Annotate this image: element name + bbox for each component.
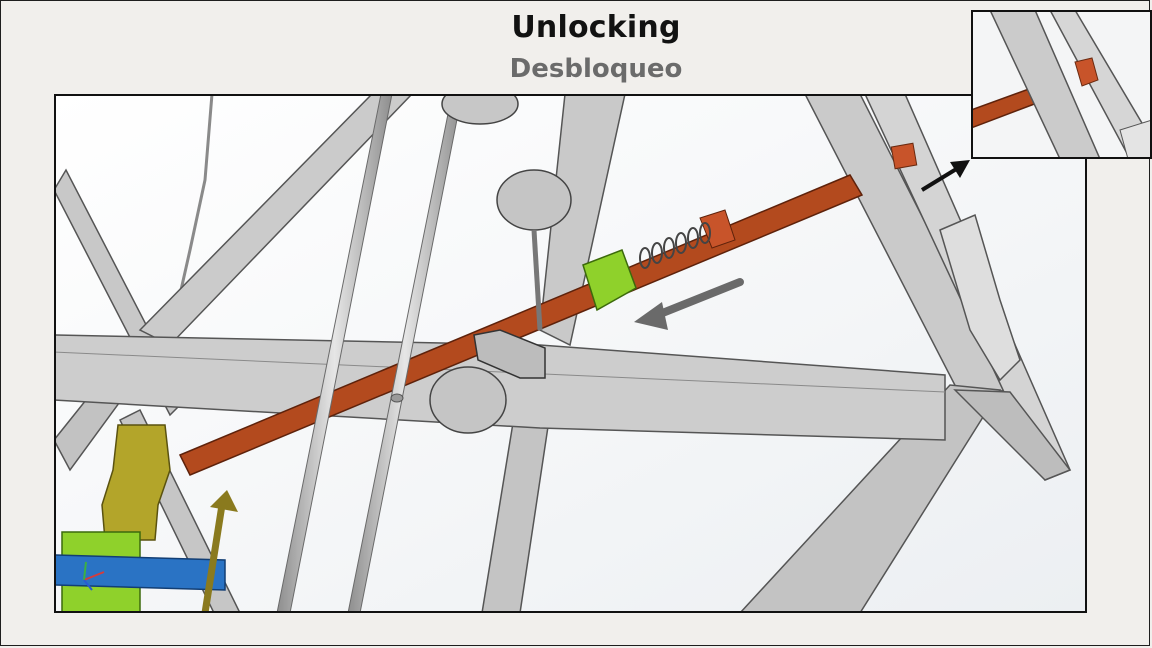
arrow-left-icon [634,278,744,330]
hook [101,424,171,541]
inset-drawing [973,12,1150,157]
page-subtitle: Desbloqueo [509,54,683,84]
disc-lower [429,366,507,434]
vertical-post-upper [539,96,626,347]
latch-plate-foot [953,389,1072,481]
inset-latch-pin [1074,57,1099,87]
diagonal-beam-lower-right [740,384,1002,611]
carriage-beam [56,554,226,591]
inset-cam [1119,120,1150,157]
inset-detail-view [971,10,1152,159]
axis-triad-icon [83,561,105,591]
scene-view [54,94,1087,613]
latch-cam [939,213,1021,382]
spring-icon [639,222,711,269]
scene-drawing [56,96,1085,611]
latch-pin [890,142,918,170]
page-title: Unlocking [511,10,681,45]
rod-right [347,96,463,611]
rod-left [276,96,393,611]
guide-block [582,249,637,312]
disc-top [441,96,519,125]
arrow-up-icon [201,490,238,611]
inset-beam [990,12,1100,157]
bracket-plate [473,329,546,379]
inset-latch-plate [1050,12,1150,157]
